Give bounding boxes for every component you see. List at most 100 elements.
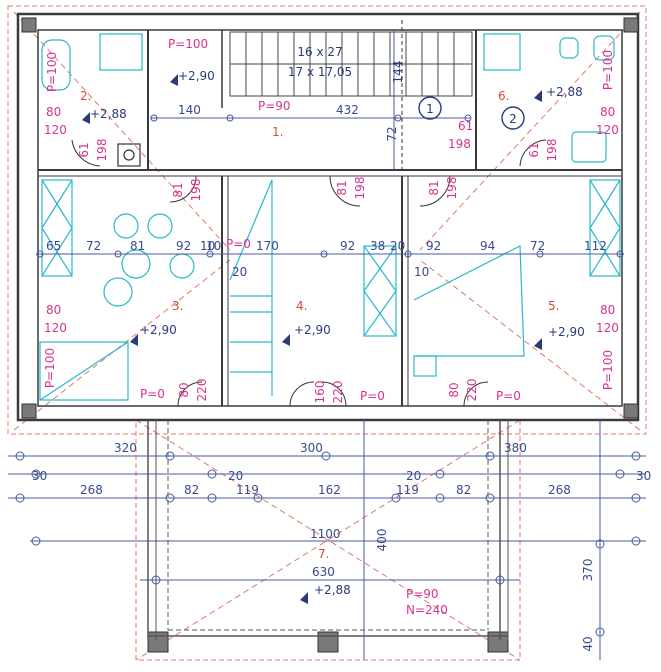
svg-text:61: 61: [527, 142, 541, 157]
room-6-p: P=100: [601, 50, 615, 90]
room-5-window-w: 80: [600, 303, 615, 317]
stair: [229, 31, 473, 97]
stair-label-1: 16 x 27: [297, 45, 342, 59]
room-3-p: P=100: [43, 348, 57, 388]
svg-text:81: 81: [427, 180, 441, 195]
room-7-p: P=90: [406, 587, 439, 601]
svg-text:268: 268: [80, 483, 103, 497]
circled-markers: [418, 96, 525, 130]
room-2-window-w: 80: [46, 105, 61, 119]
svg-text:61: 61: [458, 119, 473, 133]
p0-c: P=0: [226, 237, 251, 251]
svg-text:65: 65: [46, 239, 61, 253]
svg-text:81: 81: [130, 239, 145, 253]
svg-text:20: 20: [390, 239, 405, 253]
outer-dimension-row-3: 268 82 119 162 119 82 268: [80, 483, 571, 497]
svg-text:92: 92: [426, 239, 441, 253]
room-3-window-h: 120: [44, 321, 67, 335]
svg-text:72: 72: [530, 239, 545, 253]
svg-text:80: 80: [447, 382, 461, 397]
svg-text:119: 119: [236, 483, 259, 497]
svg-text:30: 30: [32, 469, 47, 483]
dim-432: 432: [336, 103, 359, 117]
room-5-level: +2,90: [548, 325, 585, 339]
room-5-number: 5.: [548, 299, 559, 313]
svg-text:220: 220: [465, 379, 479, 402]
level-markers: [82, 74, 542, 604]
room-6-level: +2,88: [546, 85, 583, 99]
room-4-level: +2,90: [294, 323, 331, 337]
svg-text:20: 20: [406, 469, 421, 483]
svg-text:119: 119: [396, 483, 419, 497]
walls: [16, 12, 640, 422]
room-6-number: 6.: [498, 89, 509, 103]
svg-text:198: 198: [445, 177, 459, 200]
total-width: 1100: [310, 527, 341, 541]
room-2-window-h: 120: [44, 123, 67, 137]
svg-text:82: 82: [456, 483, 471, 497]
svg-text:92: 92: [176, 239, 191, 253]
room-1-p: P=90: [258, 99, 291, 113]
lbl-10b: 10: [206, 239, 221, 253]
svg-text:20: 20: [228, 469, 243, 483]
svg-text:30: 30: [636, 469, 651, 483]
dim-40: 40: [581, 636, 595, 651]
dimension-lines: [8, 30, 646, 660]
lbl-10a: 10: [414, 265, 429, 279]
svg-text:268: 268: [548, 483, 571, 497]
room-3-window-w: 80: [46, 303, 61, 317]
svg-text:198: 198: [448, 137, 471, 151]
p100-top: P=100: [168, 37, 208, 51]
svg-text:81: 81: [335, 180, 349, 195]
level-top: +2,90: [178, 69, 215, 83]
room-2-level: +2,88: [90, 107, 127, 121]
roof-diagonals: [13, 11, 641, 661]
terrace: [147, 420, 509, 640]
svg-text:170: 170: [256, 239, 279, 253]
marker-2: 2: [509, 112, 517, 126]
svg-text:10: 10: [200, 239, 215, 253]
door-labels: 61 198 81 198 81 198 81 198 61 198 61 19…: [77, 119, 559, 403]
room-2-p: P=100: [45, 52, 59, 92]
svg-text:300: 300: [300, 441, 323, 455]
room-7-number: 7.: [318, 547, 329, 561]
dim-400: 400: [375, 529, 389, 552]
room-2-number: 2.: [80, 89, 91, 103]
svg-text:38: 38: [370, 239, 385, 253]
room-5-p: P=100: [601, 350, 615, 390]
stair-label-2: 17 x 17,05: [288, 65, 352, 79]
svg-text:162: 162: [318, 483, 341, 497]
svg-text:320: 320: [114, 441, 137, 455]
room-6-window-h: 120: [596, 123, 619, 137]
svg-text:220: 220: [195, 379, 209, 402]
svg-text:80: 80: [177, 382, 191, 397]
room-5-window-h: 120: [596, 321, 619, 335]
svg-text:81: 81: [171, 182, 185, 197]
fixtures: [39, 33, 621, 401]
room-4-number: 4.: [296, 299, 307, 313]
svg-text:94: 94: [480, 239, 495, 253]
outer-dimension-row-1: 320 300 380: [114, 441, 527, 455]
lbl-20: 20: [232, 265, 247, 279]
p0-b: P=0: [496, 389, 521, 403]
corner-posts: [21, 17, 639, 653]
svg-text:72: 72: [86, 239, 101, 253]
svg-text:198: 198: [189, 179, 203, 202]
dim-370: 370: [581, 559, 595, 582]
interior-dimension-row: 65 72 81 92 10 170 92 38 20 92 94 72 112: [46, 239, 607, 253]
svg-text:220: 220: [331, 381, 345, 404]
outer-dimension-row-2: 30 20 20 30: [32, 469, 651, 483]
room-3-number: 3.: [172, 299, 183, 313]
dim-140: 140: [178, 103, 201, 117]
svg-text:160: 160: [313, 381, 327, 404]
svg-text:198: 198: [95, 139, 109, 162]
room-3-level: +2,90: [140, 323, 177, 337]
svg-text:112: 112: [584, 239, 607, 253]
dim-72: 72: [385, 126, 399, 141]
dim-630: 630: [312, 565, 335, 579]
room-7-level: +2,88: [314, 583, 351, 597]
svg-text:61: 61: [77, 142, 91, 157]
svg-text:380: 380: [504, 441, 527, 455]
svg-text:92: 92: [340, 239, 355, 253]
